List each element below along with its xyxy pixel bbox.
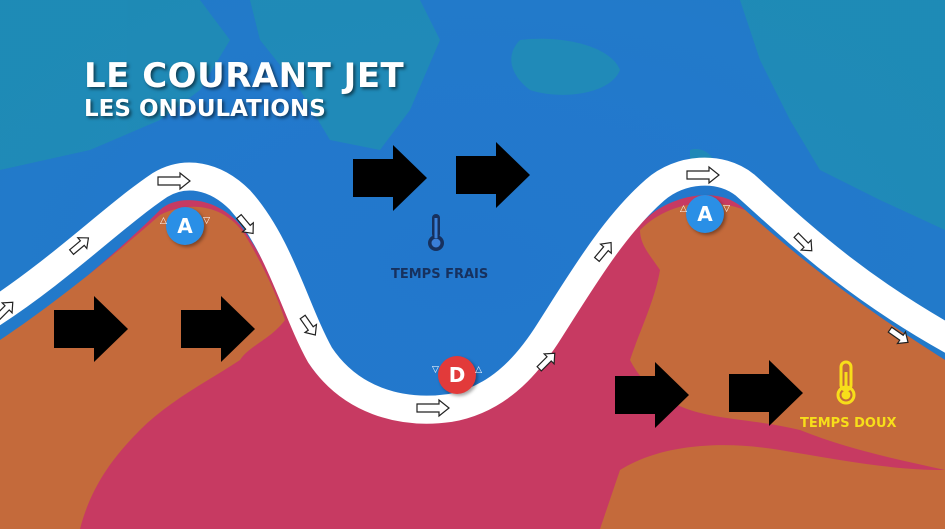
thermometer-cold-icon (428, 214, 444, 251)
low-pressure-mark-right: △ (475, 365, 482, 375)
low-pressure-badge: ▽ D △ (432, 356, 482, 394)
black-wind-arrow-icon (54, 296, 128, 362)
warm-weather-label: TEMPS DOUX (800, 416, 897, 431)
jet-flow-arrow-icon (235, 213, 254, 235)
low-pressure-letter: D (448, 363, 466, 387)
map-title: LE COURANT JET (84, 56, 405, 96)
high-pressure-badge: △ A ▽ (160, 207, 210, 245)
low-pressure-mark-left: ▽ (432, 365, 439, 375)
black-wind-arrow-icon (615, 362, 689, 428)
cold-weather-label: TEMPS FRAIS (391, 267, 489, 282)
map-subtitle: LES ONDULATIONS (84, 96, 326, 122)
jet-flow-arrow-icon (536, 352, 556, 372)
jet-flow-arrow-icon (0, 301, 14, 321)
high-pressure-mark-right: ▽ (723, 204, 730, 214)
black-wind-arrow-icon (729, 360, 803, 426)
jet-flow-arrows (0, 165, 909, 418)
high-pressure-letter: A (697, 202, 713, 226)
jet-flow-arrow-icon (887, 326, 909, 345)
high-pressure-mark-left: △ (160, 216, 167, 226)
jet-flow-arrow-icon (299, 314, 318, 336)
jet-flow-arrow-icon (793, 232, 813, 252)
thermometer-warm-icon (836, 360, 856, 405)
jet-flow-arrow-icon (593, 241, 612, 263)
black-wind-arrow-icon (181, 296, 255, 362)
jet-flow-arrow-icon (686, 165, 720, 185)
high-pressure-mark-left: △ (680, 204, 687, 214)
black-wind-arrow-icon (353, 145, 427, 211)
high-pressure-letter: A (177, 214, 193, 238)
warm-land-masses (0, 202, 945, 529)
high-pressure-mark-right: ▽ (203, 216, 210, 226)
black-wind-arrow-icon (456, 142, 530, 208)
jet-flow-arrow-icon (68, 237, 90, 256)
high-pressure-badge-europe: △ A ▽ (680, 195, 730, 233)
jet-flow-arrow-icon (157, 171, 191, 191)
wind-arrows (54, 142, 803, 428)
jet-flow-arrow-icon (416, 398, 450, 418)
